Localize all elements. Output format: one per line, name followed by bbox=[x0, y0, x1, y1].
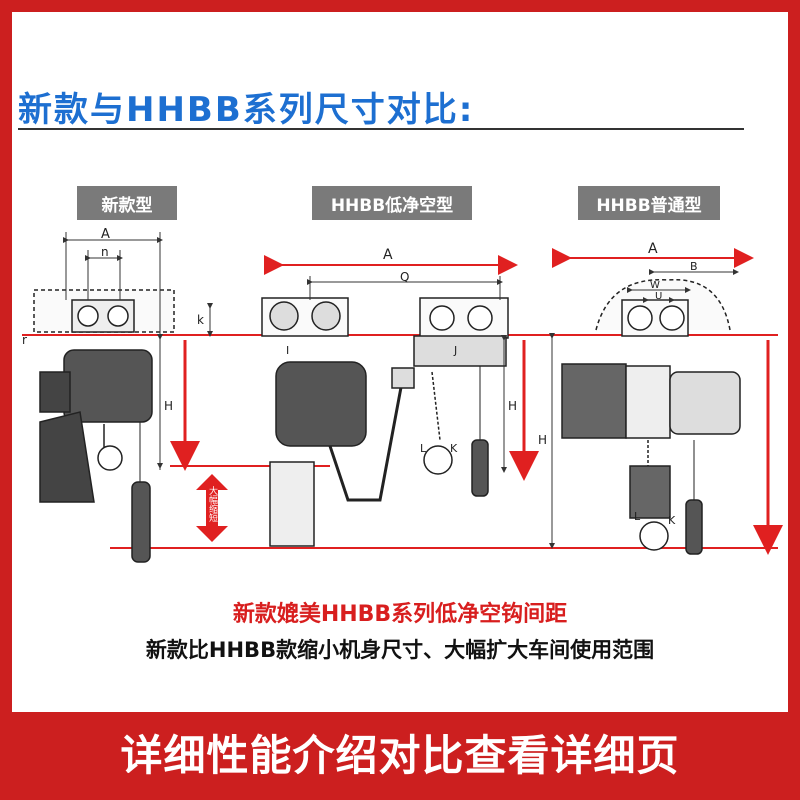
tag-new-model: 新款型 bbox=[77, 186, 177, 220]
comparison-diagram: A n k r H 大幅缩短 A Q I J L K H bbox=[22, 227, 783, 563]
dim-label-k-low: K bbox=[450, 442, 458, 455]
dim-label-k: k bbox=[197, 313, 204, 327]
tag-hhbb-standard: HHBB普通型 bbox=[578, 186, 720, 220]
hhbb-standard-dimensions bbox=[549, 269, 739, 549]
dim-label-u: U bbox=[655, 291, 662, 302]
page-title: 新款与HHBB系列尺寸对比: bbox=[18, 90, 475, 130]
comparison-caption-red: 新款媲美HHBB系列低净空钩间距 bbox=[232, 602, 568, 627]
hhbb-standard-hoist bbox=[561, 279, 741, 555]
dim-label-a-std: A bbox=[648, 241, 658, 257]
title-divider bbox=[18, 128, 744, 130]
shorter-double-arrow bbox=[196, 474, 228, 542]
dim-label-j: J bbox=[453, 344, 457, 357]
shorter-label: 大幅缩短 bbox=[207, 485, 218, 522]
dim-label-k-std: K bbox=[668, 514, 676, 527]
new-model-hoist bbox=[33, 289, 175, 563]
new-model-dimensions bbox=[63, 232, 213, 470]
dim-label-l-std: L bbox=[634, 510, 641, 523]
footer-banner-text: 详细性能介绍对比查看详细页 bbox=[120, 731, 680, 780]
dim-label-n: n bbox=[101, 245, 109, 259]
comparison-caption-black: 新款比HHBB款缩小机身尺寸、大幅扩大车间使用范围 bbox=[145, 638, 655, 662]
dim-label-r: r bbox=[22, 333, 27, 347]
tag-hhbb-low-headroom: HHBB低净空型 bbox=[312, 186, 472, 220]
dim-label-a: A bbox=[101, 227, 110, 242]
dim-label-b: B bbox=[690, 260, 698, 273]
dim-label-h-std: H bbox=[538, 433, 547, 447]
dim-label-h-low: H bbox=[508, 399, 517, 413]
dim-label-h-new: H bbox=[164, 399, 173, 413]
hhbb-low-dimensions bbox=[307, 276, 507, 473]
dim-label-a-low: A bbox=[383, 247, 393, 263]
dim-label-l-low: L bbox=[420, 442, 427, 455]
dim-label-q: Q bbox=[400, 270, 409, 284]
dim-label-w: W bbox=[650, 280, 660, 291]
dim-label-i: I bbox=[286, 344, 289, 357]
